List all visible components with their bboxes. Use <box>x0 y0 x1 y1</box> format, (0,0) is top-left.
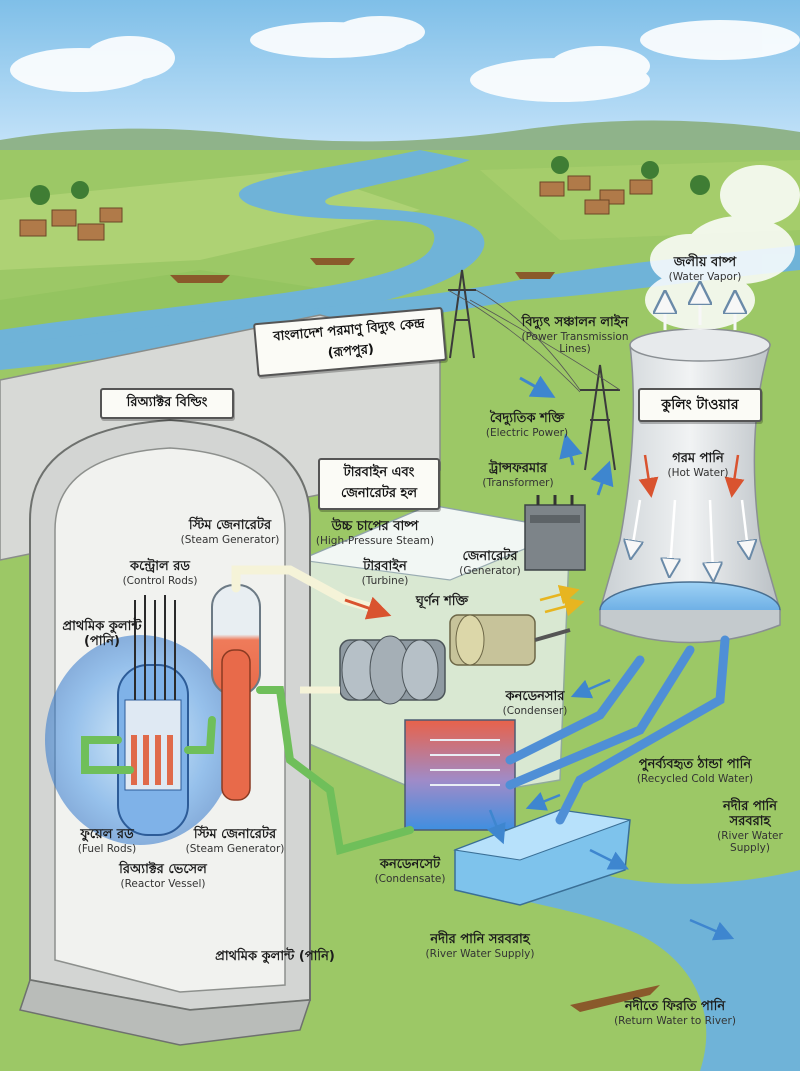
label-rotational-power: ঘূর্ণন শক্তি <box>415 594 469 609</box>
river-lower <box>470 860 800 1071</box>
boat-lower <box>570 985 660 1012</box>
label-power-lines: বিদ্যুৎ সঞ্চালন লাইন(Power Transmission … <box>521 315 629 355</box>
reactor-building-title: রিঅ্যাক্টর বিল্ডিং <box>126 395 208 410</box>
label-control-rods: কন্ট্রোল রড(Control Rods) <box>122 559 198 587</box>
primary-loop-pipes <box>81 686 414 856</box>
label-generator: জেনারেটর(Generator) <box>459 549 521 577</box>
label-primary-coolant-bottom: প্রাথমিক কুলান্ট (পানি) <box>215 949 335 964</box>
label-electric-power: বৈদ্যুতিক শক্তি(Electric Power) <box>485 411 569 439</box>
power-lines <box>447 289 621 393</box>
cooling-tower-sign: কুলিং টাওয়ার <box>638 388 762 422</box>
label-transformer: ট্রান্সফরমার(Transformer) <box>482 461 554 489</box>
steam-generator <box>211 584 261 801</box>
boats <box>170 258 555 283</box>
label-river-supply-bottom: নদীর পানি সরবরাহ(River Water Supply) <box>425 932 535 960</box>
village-right <box>539 175 653 215</box>
label-reactor-vessel: রিঅ্যাক্টর ভেসেল(Reactor Vessel) <box>119 862 207 890</box>
trees <box>30 156 710 205</box>
label-steam-generator-bottom: স্টিম জেনারেটর(Steam Generator) <box>185 827 285 855</box>
condenser <box>404 719 516 831</box>
label-primary-coolant: প্রাথমিক কুলান্ট (পানি) <box>62 619 142 649</box>
transformer <box>524 495 586 571</box>
turbine-hall-title-line1: টারবাইন এবং <box>343 465 415 480</box>
label-recycled-cold-water: পুনর্ব্যবহৃত ঠান্ডা পানি(Recycled Cold W… <box>636 757 754 785</box>
steam-arrow <box>344 596 392 620</box>
label-condenser: কনডেনসার(Condenser) <box>502 689 568 717</box>
label-fuel-rods: ফুয়েল রড(Fuel Rods) <box>77 827 137 855</box>
label-river-supply-right: নদীর পানি সরবরাহ(River Water Supply) <box>717 799 783 854</box>
plant-name: বাংলাদেশ পরমাণু বিদ্যুৎ কেন্দ্র (রূপপুর) <box>272 316 426 361</box>
turbine-hall-title-line2: জেনারেটর হল <box>340 486 418 501</box>
vapor-arrows <box>665 293 735 330</box>
cooling-water-pipes <box>505 635 730 825</box>
label-water-vapor: জলীয় বাষ্প(Water Vapor) <box>668 255 742 283</box>
cooling-tower-title: কুলিং টাওয়ার <box>661 397 739 413</box>
label-high-pressure-steam: উচ্চ চাপের বাষ্প(High-Pressure Steam) <box>315 519 435 547</box>
generator-machine <box>449 614 571 666</box>
clouds <box>10 16 800 102</box>
power-flow-arrows <box>539 584 585 617</box>
hot-water-arrows <box>638 454 745 498</box>
label-return-water: নদীতে ফিরতি পানি(Return Water to River) <box>614 999 736 1027</box>
reactor-building-sign: রিঅ্যাক্টর বিল্ডিং <box>100 388 234 419</box>
village-left <box>19 207 123 241</box>
label-turbine: টারবাইন(Turbine) <box>361 559 409 587</box>
turbine-machine <box>339 635 446 705</box>
turbine-hall-sign: টারবাইন এবং জেনারেটর হল <box>318 458 440 510</box>
label-steam-generator-top: স্টিম জেনারেটর(Steam Generator) <box>180 518 280 546</box>
falling-water-arrows <box>632 499 748 572</box>
pylons <box>448 269 620 471</box>
control-rod-shafts <box>134 595 176 700</box>
water-flow-arrows <box>487 678 735 941</box>
power-arrows <box>519 375 614 496</box>
reactor-vessel <box>117 664 189 836</box>
label-hot-water: গরম পানি(Hot Water) <box>667 451 729 479</box>
label-condensate: কনডেনসেট(Condensate) <box>374 857 446 885</box>
